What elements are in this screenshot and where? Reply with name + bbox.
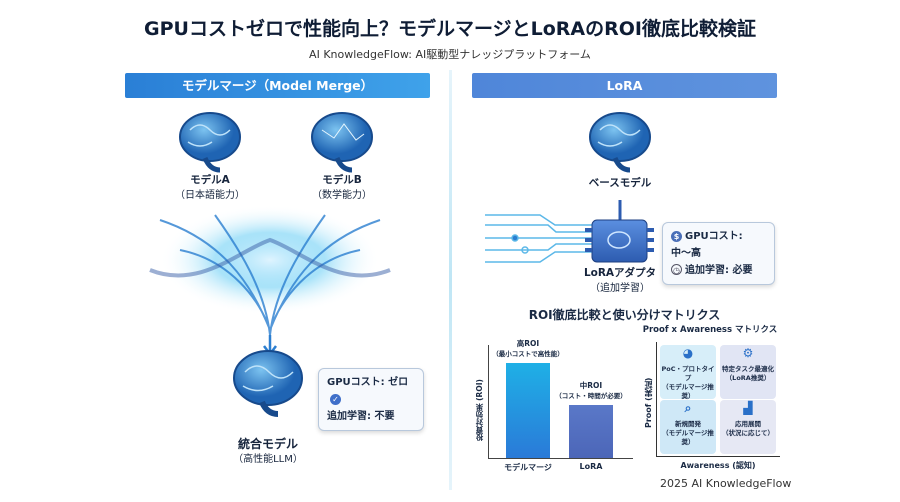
model-a-desc: （日本語能力） <box>175 190 245 201</box>
merged-model-desc: （高性能LLM） <box>233 454 303 465</box>
gear-icon: ⚙ <box>742 346 754 360</box>
matrix-xlabel: Awareness (認知) <box>680 461 756 470</box>
merge-flow-graphic <box>149 205 391 357</box>
dollar-icon: $ <box>671 231 682 242</box>
brain-merged-icon <box>233 350 303 417</box>
bar-label-0: 高ROI （最小コストで高性能） <box>488 339 568 359</box>
matrix-title: Proof x Awareness マトリクス <box>642 325 778 335</box>
matrix-cell-sub: （モデルマージ推奨） <box>662 429 714 446</box>
model-merge-callout: GPUコスト: ゼロ ✓ 追加学習: 不要 <box>318 368 424 431</box>
matrix-cell-title: 特定タスク最適化 <box>722 365 774 373</box>
model-a-name: モデルA <box>190 174 230 186</box>
lora-gpu-cost: GPUコスト: 中〜高 <box>671 231 743 259</box>
proof-awareness-matrix: Proof x Awareness マトリクス Proof (実証) Aware… <box>640 320 780 470</box>
matrix-y-axis <box>656 342 657 456</box>
lora-callout: $GPUコスト: 中〜高 ◷追加学習: 必要 <box>662 222 775 285</box>
divider <box>449 70 452 490</box>
matrix-x-axis <box>656 456 780 457</box>
matrix-cell: ⚙ 特定タスク最適化（LoRA推奨） <box>720 345 776 399</box>
matrix-cell-title: PoC・プロトタイプ <box>661 365 715 382</box>
model-merge-heading: モデルマージ（Model Merge） <box>125 73 430 98</box>
brain-base-model-icon <box>589 112 651 173</box>
matrix-cell: ▟ 応用展開（状況に応じて） <box>720 400 776 454</box>
model-b-label: モデルB （数学能力） <box>302 173 382 203</box>
matrix-cell-title: 新規開発 <box>675 420 701 428</box>
merge-training: 追加学習: 不要 <box>327 411 395 422</box>
circuit-lines-graphic <box>485 214 592 263</box>
model-b-name: モデルB <box>322 174 362 186</box>
matrix-cell: ◕ PoC・プロトタイプ（モデルマージ推奨） <box>660 345 716 400</box>
roi-bar-chart: 投資対効果 (ROI) 高ROI （最小コストで高性能） モデルマージ 中ROI（コス… <box>468 339 638 480</box>
x-axis <box>488 458 633 459</box>
bar-label-main: 中ROI <box>579 380 603 390</box>
matrix-cell-sub: （状況に応じて） <box>722 429 774 437</box>
bar-1 <box>569 404 613 458</box>
prototype-icon: ◕ <box>682 346 694 360</box>
merged-model-name: 統合モデル <box>237 437 298 451</box>
footer-credit: 2025 AI KnowledgeFlow <box>660 477 792 490</box>
lora-adapter-label: LoRAアダプタ （追加学習） <box>570 266 670 296</box>
bar-label-sub: （最小コストで高性能） <box>492 350 564 358</box>
merged-model-label: 統合モデル （高性能LLM） <box>218 437 318 467</box>
lora-heading: LoRA <box>472 73 777 98</box>
section-title: ROI徹底比較と使い分けマトリクス <box>528 308 721 322</box>
lora-adapter-name: LoRAアダプタ <box>583 267 657 279</box>
merge-gpu-cost: GPUコスト: ゼロ <box>327 377 409 388</box>
x-tick-1: LoRA <box>579 462 603 471</box>
search-icon: ⌕ <box>684 401 692 415</box>
base-model-label: ベースモデル <box>588 177 652 189</box>
matrix-ylabel: Proof (実証) <box>644 377 653 428</box>
x-tick-0: モデルマージ <box>504 463 552 472</box>
lora-adapter-desc: （追加学習） <box>590 283 650 294</box>
growth-chart-icon: ▟ <box>743 401 753 415</box>
matrix-cell-sub: （モデルマージ推奨） <box>662 383 714 400</box>
check-icon: ✓ <box>330 394 341 405</box>
model-b-desc: （数学能力） <box>312 190 372 201</box>
bar-label-1: 中ROI（コスト・時間が必要） <box>551 381 631 401</box>
model-a-label: モデルA （日本語能力） <box>170 173 250 203</box>
page-title: GPUコストゼロで性能向上？モデルマージとLoRAのROI徹底比較検証 <box>144 18 756 40</box>
y-axis <box>488 345 489 458</box>
brain-model-a-icon <box>179 112 241 173</box>
bar-0 <box>506 363 550 458</box>
bar-label-sub: （コスト・時間が必要） <box>555 391 627 400</box>
page-subtitle: AI KnowledgeFlow: AI駆動型ナレッジプラットフォーム <box>309 48 591 61</box>
matrix-cell-sub: （LoRA推奨） <box>725 374 771 382</box>
lora-adapter-chip-icon <box>585 219 654 263</box>
lora-training: 追加学習: 必要 <box>685 265 753 276</box>
chart-ylabel: 投資対効果 (ROI) <box>475 379 484 441</box>
matrix-cell-title: 応用展開 <box>735 420 761 428</box>
matrix-cell: ⌕ 新規開発（モデルマージ推奨） <box>660 400 716 454</box>
clock-icon: ◷ <box>671 264 682 275</box>
bar-label-main: 高ROI <box>516 339 540 348</box>
brain-model-b-icon <box>311 112 373 173</box>
